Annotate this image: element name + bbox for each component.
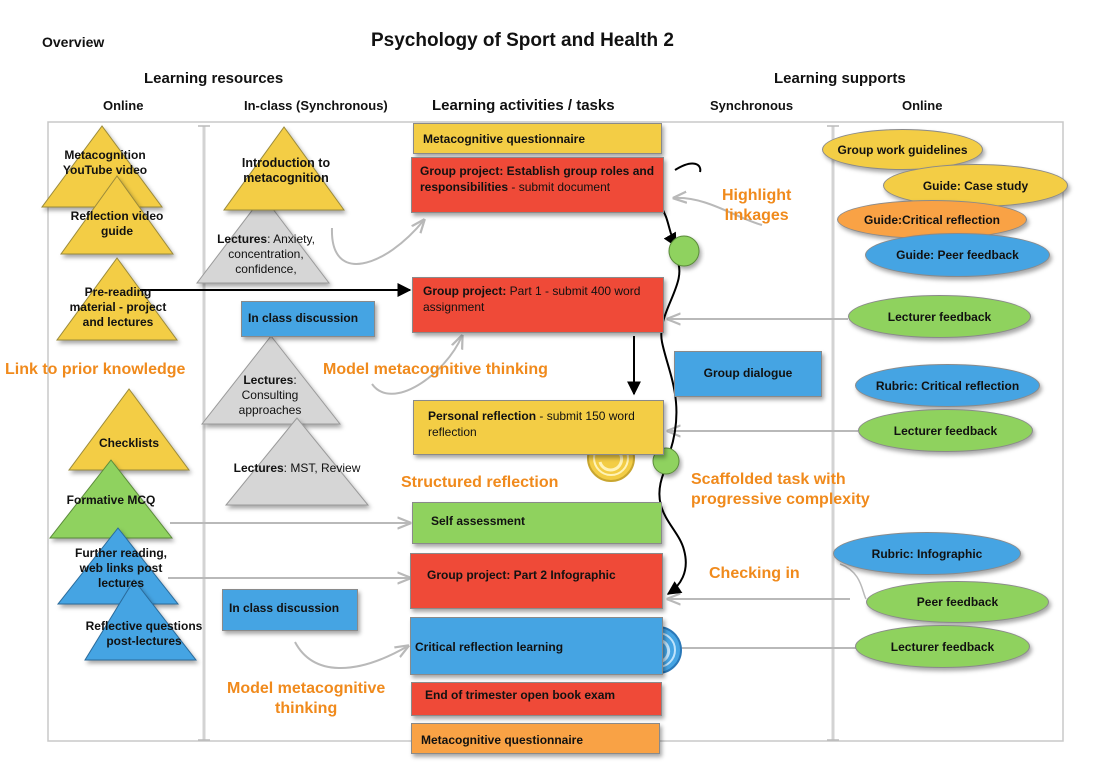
ellipse-guide-critical-reflection: Guide:Critical reflection [837,200,1027,239]
activity-group-project-part1: Group project: Part 1 - submit 400 word … [412,277,664,333]
inclass-discussion-box: In class discussion [222,589,358,631]
group-dialogue-box: Group dialogue [674,351,822,397]
ellipse-rubric-infographic: Rubric: Infographic [833,532,1021,575]
activity-critical-reflection-learning: Critical reflection learning [410,617,663,675]
activity-personal-reflection: Personal reflection - submit 150 word re… [413,400,664,455]
annotation-model-metacognitive-thinking: Model metacognitive thinking [227,680,386,717]
link-arrow [330,220,424,265]
synchronous-column-heading: Synchronous [710,98,794,113]
activity-group-project-part2: Group project: Part 2 Infographic [410,553,663,609]
reflective-questions-label: Reflective questions post-lectures [85,619,203,648]
link-arrow [371,336,462,395]
link-arrow [674,198,763,226]
ellipse-peer-feedback: Peer feedback [866,581,1049,623]
activity-group-roles: Group project: Establish group roles and… [411,157,664,213]
annotation-scaffolded-task: Scaffolded task with progressive complex… [691,471,870,508]
lectures-anxiety-label: Lectures: Anxiety, concentration, confid… [217,232,315,276]
inclass-discussion-box: In class discussion [241,301,375,337]
learning-resources-heading: Learning resources [144,70,284,87]
activity-metacognitive-questionnaire: Metacognitive questionnaire [413,123,662,154]
triangle-pre-reading [56,257,178,341]
reflection-video-label: Reflection video guide [70,209,164,238]
ellipse-group-work-guidelines: Group work guidelines [822,129,983,170]
lectures-mst-label: Lectures: MST, Review [233,461,361,475]
inclass-column-heading: In-class (Synchronous) [244,98,388,113]
ellipse-lecturer-feedback: Lecturer feedback [848,295,1031,338]
ellipse-lecturer-feedback: Lecturer feedback [855,625,1030,668]
activity-open-book-exam: End of trimester open book exam [411,682,662,716]
activity-self-assessment: Self assessment [412,502,662,544]
checklists-label: Checklists [98,436,160,450]
overview-label: Overview [42,34,105,50]
annotation-structured-reflection: Structured reflection [401,474,559,491]
annotation-checking-in: Checking in [709,565,800,582]
page-title: Psychology of Sport and Health 2 [371,30,674,51]
triangle-intro-metacognition [223,126,345,211]
lectures-consulting-label: Lectures: Consulting approaches [238,373,302,417]
link-arrow [294,641,408,669]
node-circle [668,235,700,267]
pre-reading-label: Pre-reading material - project and lectu… [69,285,167,329]
activity-metacognitive-questionnaire-end: Metacognitive questionnaire [411,723,660,754]
triangle-lectures-consulting [200,335,342,425]
triangle-checklists [68,388,190,471]
learning-supports-heading: Learning supports [774,70,906,87]
ellipse-lecturer-feedback: Lecturer feedback [858,409,1033,452]
ellipse-rubric-critical-reflection: Rubric: Critical reflection [855,364,1040,407]
annotation-highlight-linkages: Highlight linkages [722,187,792,224]
further-reading-label: Further reading, web links post lectures [74,546,167,590]
online-resources-column-heading: Online [103,98,144,113]
triangle-reflection-video [60,175,174,255]
link-arrow [660,257,681,453]
online-supports-column-heading: Online [902,98,943,113]
intro-metacognition-label: Introduction to metacognition [241,156,331,185]
formative-mcq-label: Formative MCQ [66,493,156,507]
link-arrow [658,471,687,595]
annotation-model-metacognitive-thinking: Model metacognitive thinking [323,361,548,378]
metacognition-video-label: Metacognition YouTube video [62,148,148,177]
activities-column-heading: Learning activities / tasks [432,97,615,114]
link-arrow [674,162,702,173]
triangle-further-reading [56,527,180,605]
triangle-lectures-anxiety [195,195,331,284]
ellipse-guide-peer-feedback: Guide: Peer feedback [865,233,1050,277]
annotation-link-prior-knowledge: Link to prior knowledge [5,361,186,378]
triangle-lectures-mst [224,417,370,506]
link-arrow [839,563,867,600]
triangle-reflective-questions [84,579,198,661]
